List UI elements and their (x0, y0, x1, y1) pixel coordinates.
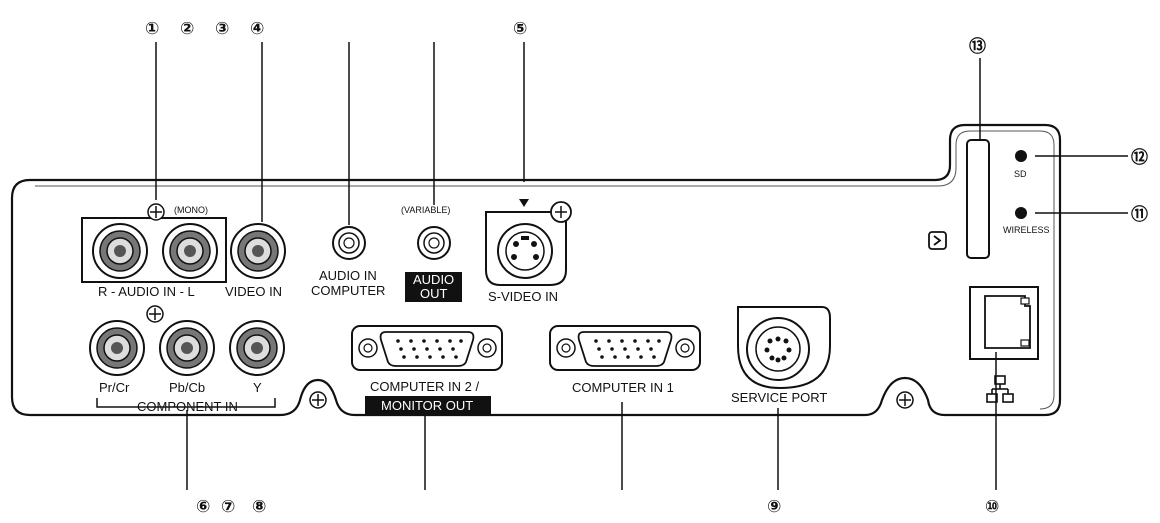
service-port-label: SERVICE PORT (731, 390, 827, 405)
callout-8: ⑧ (252, 497, 266, 517)
component-in-label: COMPONENT IN (137, 399, 238, 414)
pr-cr-label: Pr/Cr (99, 380, 130, 395)
video-in-label: VIDEO IN (225, 284, 282, 299)
monitor-out-label: MONITOR OUT (381, 398, 473, 413)
callout-2: ② (180, 19, 194, 39)
callout-13: ⑬ (969, 36, 986, 57)
pb-cb-label: Pb/Cb (169, 380, 205, 395)
service-port-connector (737, 306, 831, 390)
vga-computer-in-2 (351, 325, 503, 371)
callout-lines (155, 42, 1128, 490)
audio-out-label-bg (405, 272, 462, 302)
wireless-indicator (1015, 207, 1027, 219)
panel-outline (10, 123, 1062, 417)
callout-4: ④ (250, 19, 264, 39)
computer-in-2-label: COMPUTER IN 2 / (370, 379, 479, 394)
callout-10: ⑩ (985, 497, 999, 517)
lan-port (969, 286, 1039, 360)
sd-card-slot (966, 139, 990, 259)
callout-3: ③ (215, 19, 229, 39)
monitor-out-label-bg (365, 396, 491, 414)
s-video-connector (485, 199, 572, 286)
y-label: Y (253, 380, 262, 395)
rca-audio-r (92, 223, 148, 279)
audio-in-label: R - AUDIO IN - L (98, 284, 195, 299)
screw-icon (146, 305, 164, 323)
callout-7: ⑦ (221, 497, 235, 517)
callout-9: ⑨ (767, 497, 781, 517)
callout-5: ⑤ (513, 19, 527, 39)
rca-video-in (230, 223, 286, 279)
vga-computer-in-1 (549, 325, 701, 371)
rca-component-pr (89, 320, 145, 376)
network-icon (986, 375, 1014, 403)
rca-component-pb (159, 320, 215, 376)
callout-6: ⑥ (196, 497, 210, 517)
panel-inner-outline (35, 130, 1055, 410)
screw-icon (896, 391, 914, 409)
callout-12: ⑫ (1131, 147, 1148, 168)
callout-1: ① (145, 19, 159, 39)
sd-indicator (1015, 150, 1027, 162)
audio-out-jack (417, 226, 451, 260)
audio-out-label-1: AUDIO (413, 272, 454, 287)
rca-audio-l (162, 223, 218, 279)
audio-in-computer-label-2: COMPUTER (311, 283, 385, 298)
callout-11: ⑪ (1131, 204, 1148, 225)
computer-in-1-label: COMPUTER IN 1 (572, 380, 674, 395)
audio-in-computer-jack (332, 226, 366, 260)
audio-in-computer-label-1: AUDIO IN (319, 268, 377, 283)
variable-label: (VARIABLE) (401, 205, 450, 215)
screw-icon (147, 203, 165, 221)
mono-label: (MONO) (174, 205, 208, 215)
screw-icon (309, 391, 327, 409)
rca-component-y (229, 320, 285, 376)
card-insert-icon (928, 231, 947, 250)
sd-label: SD (1014, 169, 1027, 179)
component-in-bracket (96, 398, 276, 408)
audio-out-label-2: OUT (420, 286, 448, 301)
wireless-label: WIRELESS (1003, 225, 1050, 235)
s-video-in-label: S-VIDEO IN (488, 289, 558, 304)
